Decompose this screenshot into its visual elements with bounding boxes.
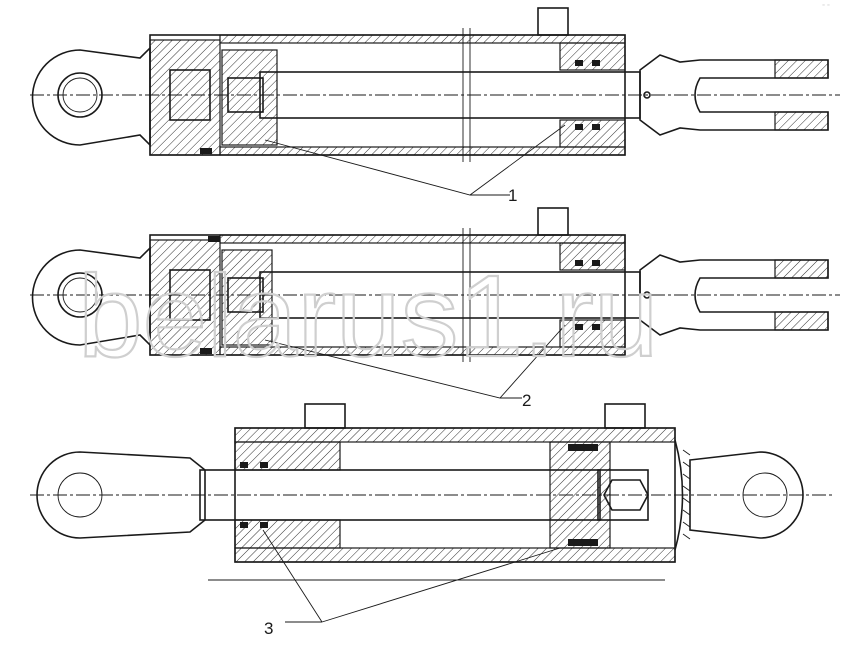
callout-2: 2 bbox=[264, 324, 566, 410]
cylinder-1 bbox=[30, 7, 840, 162]
watermark: belarus1.ru bbox=[78, 251, 658, 381]
cylinder-3 bbox=[30, 403, 835, 581]
callout-3: 3 bbox=[262, 529, 561, 638]
corner-mark: ⁻ ⁻ bbox=[822, 4, 830, 10]
callout-1: 1 bbox=[264, 124, 566, 205]
callout-2-label: 2 bbox=[522, 391, 531, 410]
callout-1-label: 1 bbox=[508, 186, 517, 205]
cylinder-2 bbox=[30, 207, 840, 362]
callout-3-label: 3 bbox=[264, 619, 273, 638]
